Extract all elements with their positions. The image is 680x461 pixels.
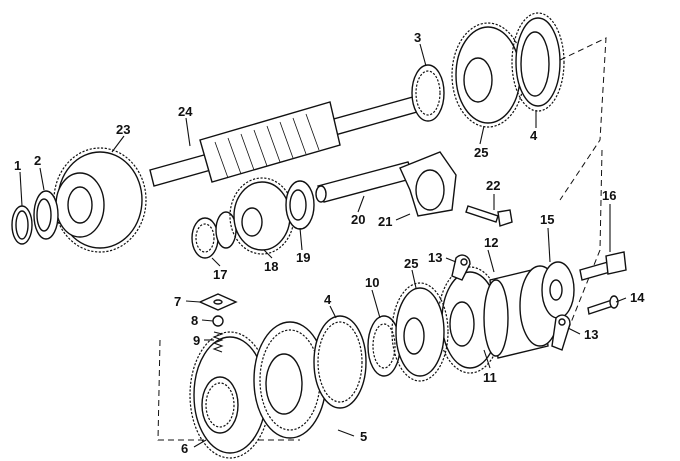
callout-14: 14 (630, 290, 645, 305)
gear-18 (229, 177, 295, 255)
callout-2: 2 (34, 153, 41, 168)
callout-20: 20 (351, 212, 365, 227)
callout-18: 18 (264, 259, 278, 274)
synchro-ring-4-lower (313, 315, 367, 409)
callout-4-lower: 4 (324, 292, 332, 307)
gear-6 (189, 331, 271, 459)
callout-21: 21 (378, 214, 392, 229)
main-shaft (149, 71, 443, 187)
callout-11: 11 (483, 370, 497, 385)
lock-plate-13-upper (451, 254, 471, 281)
callout-6: 6 (181, 441, 188, 456)
gear-23 (53, 147, 147, 253)
circlip-1 (11, 205, 33, 245)
callout-13-lower: 13 (584, 327, 598, 342)
needle-bearing-17 (191, 211, 237, 259)
callout-3: 3 (414, 30, 421, 45)
callout-17: 17 (213, 267, 227, 282)
needle-bearing-3 (411, 64, 445, 122)
callout-5: 5 (360, 429, 367, 444)
plate-7 (198, 293, 238, 311)
callout-7: 7 (174, 294, 181, 309)
callout-22: 22 (486, 178, 500, 193)
synchro-ring-4-upper (511, 12, 565, 112)
bolt-16 (579, 251, 627, 281)
assembly-outline-upper (559, 37, 607, 201)
callout-9: 9 (193, 333, 200, 348)
needle-bearing-10 (367, 315, 401, 377)
thrust-washer-19 (285, 180, 315, 230)
cover-15 (541, 261, 575, 319)
needle-bushing-2 (33, 190, 59, 240)
callout-1: 1 (14, 158, 21, 173)
callout-12: 12 (484, 235, 498, 250)
callout-24: 24 (178, 104, 193, 119)
callout-8: 8 (191, 313, 198, 328)
callout-23: 23 (116, 122, 130, 137)
callout-13-upper: 13 (428, 250, 442, 265)
callout-16: 16 (602, 188, 616, 203)
ball-8 (212, 315, 224, 327)
screw-14 (587, 295, 619, 315)
synchro-sleeve-5 (253, 321, 327, 439)
gear-25-lower (391, 282, 449, 382)
bearing-housing-12 (483, 265, 561, 359)
callout-19: 19 (296, 250, 310, 265)
leader-lines (19, 43, 627, 448)
callout-10: 10 (365, 275, 379, 290)
assembly-outline-right (559, 149, 603, 351)
spring-9 (212, 331, 224, 353)
callout-25-lower: 25 (404, 256, 418, 271)
callout-25-upper: 25 (474, 145, 488, 160)
callout-4-upper: 4 (530, 128, 538, 143)
callout-15: 15 (540, 212, 554, 227)
shift-fork-21 (399, 151, 457, 217)
lock-plate-13-lower (551, 314, 571, 351)
bolt-22 (465, 205, 513, 227)
